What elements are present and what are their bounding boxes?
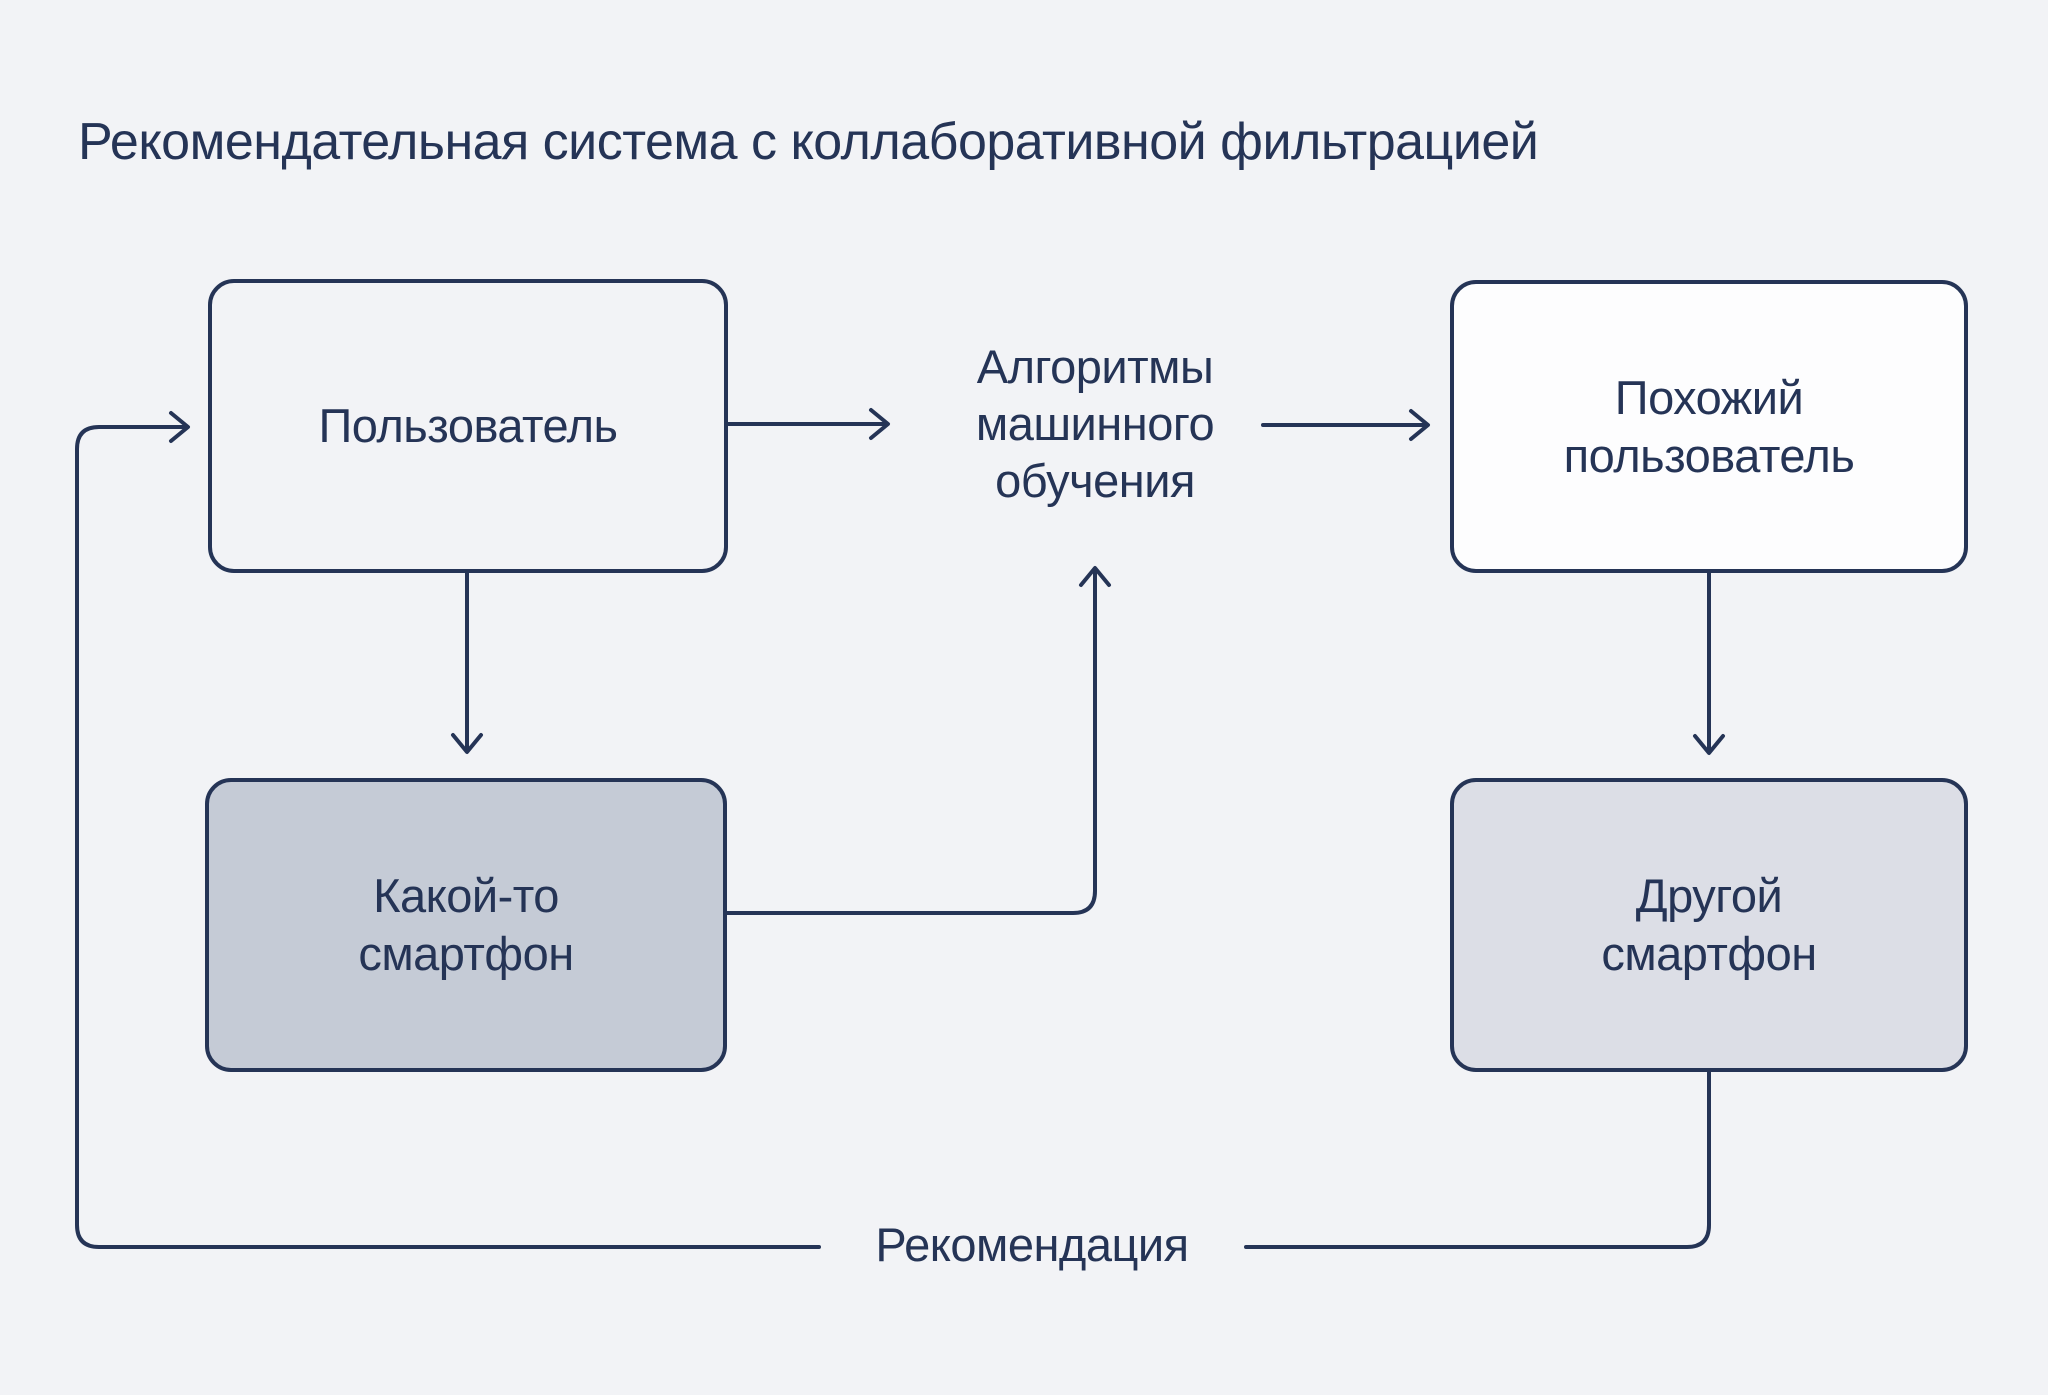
- edge-other-smartphone-to-recommendation: [1244, 1070, 1711, 1249]
- node-user-label: Пользователь: [318, 399, 619, 452]
- node-ml-algorithms: Алгоритмы машинного обучения: [895, 338, 1295, 509]
- some-smartphone-label-line2: смартфон: [358, 927, 574, 980]
- edge-recommendation-to-user: [75, 411, 821, 1249]
- other-smartphone-label-line1: Другой: [1635, 869, 1783, 922]
- similar-user-label-line1: Похожий: [1614, 370, 1804, 424]
- edge-label-recommendation: Рекомендация: [875, 1218, 1189, 1271]
- similar-user-label-line2: пользователь: [1563, 428, 1855, 482]
- some-smartphone-label-line1: Какой-то: [373, 869, 559, 922]
- node-some-smartphone: Какой-то смартфон: [205, 778, 727, 1072]
- edge-some-smartphone-to-ml: [725, 566, 1111, 915]
- node-user: Пользователь: [208, 279, 728, 573]
- node-other-smartphone: Другой смартфон: [1450, 778, 1968, 1072]
- other-smartphone-label-line2: смартфон: [1601, 927, 1817, 980]
- diagram-title: Рекомендательная система с коллаборативн…: [78, 113, 1539, 171]
- ml-algorithms-label-line3: обучения: [995, 454, 1195, 507]
- ml-algorithms-label-line1: Алгоритмы: [976, 340, 1214, 393]
- node-similar-user: Похожий пользователь: [1450, 280, 1968, 573]
- ml-algorithms-label-line2: машинного: [975, 397, 1215, 450]
